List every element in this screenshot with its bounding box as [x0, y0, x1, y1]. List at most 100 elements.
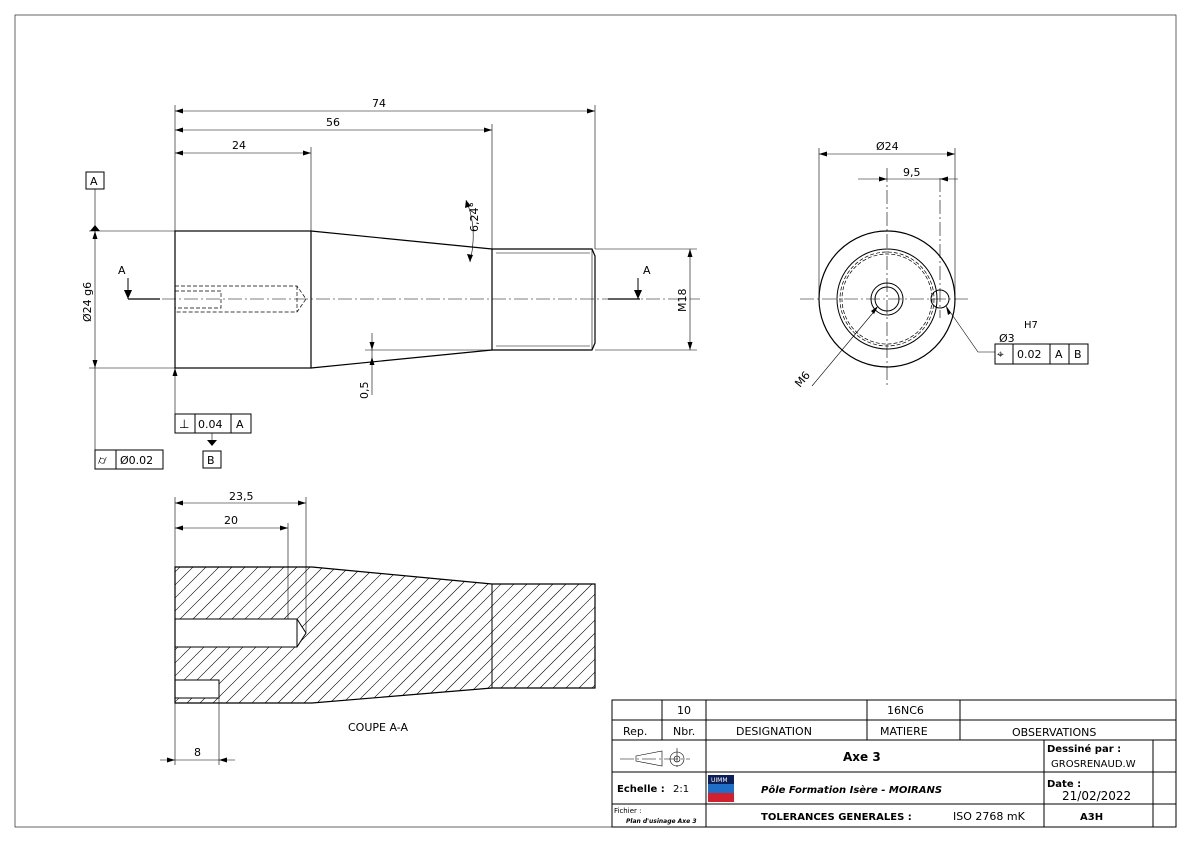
hatch-line: [299, 567, 461, 703]
logo-text: UIMM: [711, 777, 728, 784]
hatch-line: [247, 567, 409, 703]
hatch-line: [377, 567, 539, 703]
hatch-line: [820, 560, 980, 720]
hatch-line: [794, 560, 954, 720]
position-datum-1: A: [1055, 348, 1063, 361]
tb-qty: 10: [677, 704, 691, 717]
dim-end-diameter: Ø24: [876, 140, 899, 153]
hatch-line: [807, 560, 967, 720]
hatch-line: [338, 567, 500, 703]
hatch-line: [0, 560, 148, 720]
hatch-line: [175, 567, 188, 703]
hatch-line: [175, 567, 227, 703]
dim-hole-offset: 9,5: [903, 166, 921, 179]
tb-drawn-by: GROSRENAUD.W: [1051, 759, 1136, 770]
hidden-hole: [175, 285, 307, 313]
cylindricity-value: Ø0.02: [120, 454, 153, 467]
hatch-line: [664, 560, 824, 720]
hatch-line: [390, 567, 552, 703]
position-datum-2: B: [1074, 348, 1082, 361]
tb-material: 16NC6: [887, 704, 924, 717]
tb-general-tol: ISO 2768 mK: [953, 810, 1026, 823]
hatch-line: [742, 560, 902, 720]
cylindricity-frame: [94, 449, 164, 470]
hatch-line: [14, 560, 174, 720]
datum-b-box: [202, 450, 222, 469]
hatch-line: [651, 560, 811, 720]
position-value: 0.02: [1017, 348, 1042, 361]
hatch-line: [0, 560, 135, 720]
hatch-line: [768, 560, 928, 720]
hatch-line: [690, 560, 850, 720]
section-mark-left: A: [118, 264, 126, 277]
taper-top: [310, 230, 493, 250]
dim-section-20: 20: [224, 514, 238, 527]
hatch-line: [859, 560, 1019, 720]
taper-bottom: [310, 349, 493, 369]
hatch-line: [260, 567, 422, 703]
tb-scale: 2:1: [673, 784, 689, 795]
hatch-line: [273, 567, 435, 703]
dim-center-thread: M6: [792, 369, 813, 390]
hatch-line: [599, 560, 759, 720]
hatch-line: [572, 567, 595, 703]
cylinder-body: [174, 230, 312, 369]
section-mark-right: A: [643, 264, 651, 277]
sheet-border: [14, 14, 1177, 828]
hatch-line: [846, 560, 1006, 720]
dim-74: 74: [372, 97, 386, 110]
datum-b-label: B: [207, 454, 215, 467]
dim-offset: 0,5: [358, 382, 371, 400]
hatch-line: [781, 560, 941, 720]
tb-col-rep: Rep.: [623, 725, 647, 738]
dim-taper-angle: 6,24°: [468, 202, 481, 232]
section-title: COUPE A-A: [348, 721, 408, 734]
tb-col-nbr: Nbr.: [673, 725, 695, 738]
tb-part-name: Axe 3: [843, 750, 881, 764]
dim-main-diameter: Ø24 g6: [81, 282, 94, 322]
tb-scale-label: Echelle :: [617, 784, 665, 795]
dim-section-23-5: 23,5: [229, 490, 254, 503]
hatch-line: [677, 560, 837, 720]
perpendicularity-value: 0.04: [198, 418, 223, 431]
hatch-line: [312, 567, 474, 703]
tb-file-name: Plan d'usinage Axe 3: [626, 818, 697, 825]
hatch-line: [703, 560, 863, 720]
hatch-line: [872, 560, 1032, 720]
tb-organization: Pôle Formation Isère - MOIRANS: [761, 784, 942, 796]
cylindricity-symbol: ⌭: [98, 453, 107, 467]
tb-col-designation: DESIGNATION: [736, 725, 812, 738]
projection-symbol-icon: [620, 748, 690, 770]
hatch-line: [175, 567, 214, 703]
hatch-line: [234, 567, 396, 703]
position-frame: [994, 343, 1089, 365]
hatch-line: [638, 560, 798, 720]
title-block: 10 16NC6 Rep. Nbr. DESIGNATION MATIERE O…: [611, 699, 1177, 828]
dim-section-8: 8: [194, 746, 201, 759]
dim-56: 56: [326, 116, 340, 129]
tb-format: A3H: [1080, 812, 1103, 823]
tb-date: 21/02/2022: [1062, 789, 1131, 803]
tb-file-label: Fichier :: [614, 807, 641, 815]
hatch-line: [175, 567, 253, 703]
perpendicularity-datum: A: [236, 418, 244, 431]
tb-col-matiere: MATIERE: [880, 725, 928, 738]
hatch-line: [585, 567, 595, 703]
hatch-line: [351, 567, 513, 703]
position-symbol: ⌖: [997, 347, 1004, 361]
hatch-line: [612, 560, 772, 720]
hatch-line: [364, 567, 526, 703]
uimm-logo: UIMM: [708, 775, 734, 802]
front-view: A A 74 56 24 6,24° M18: [81, 97, 700, 470]
hatch-line: [716, 560, 876, 720]
tb-date-label: Date :: [1047, 779, 1081, 790]
dim-thread-m18: M18: [676, 289, 689, 313]
hatch-line: [175, 567, 240, 703]
hatch-line: [729, 560, 889, 720]
datum-a-label: A: [90, 175, 98, 188]
perpendicularity-symbol: ⊥: [179, 417, 189, 431]
hatch-line: [833, 560, 993, 720]
dim-pin-hole: Ø3: [999, 332, 1015, 345]
